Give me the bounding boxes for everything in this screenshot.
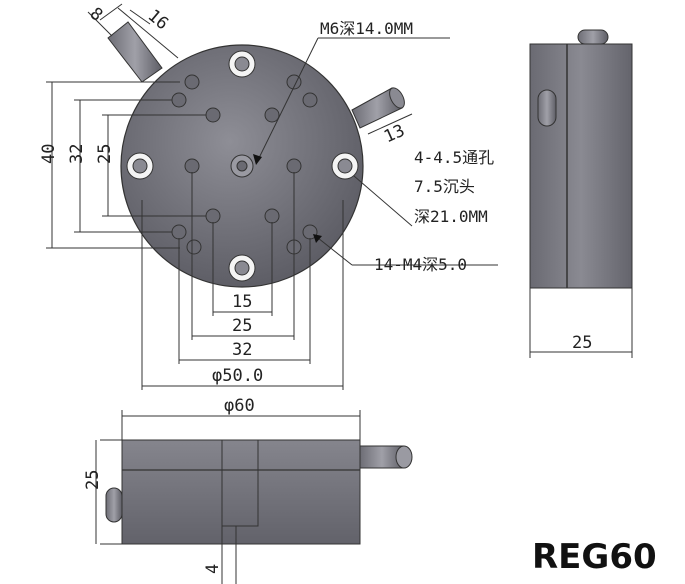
dim-vertical-25: 25 <box>95 144 115 164</box>
top-view-dim-lines <box>46 3 498 390</box>
dim-front-diameter: φ60 <box>224 396 255 416</box>
callout-through-hole-3: 深21.0MM <box>414 207 488 226</box>
dim-knob-length: 16 <box>144 6 173 34</box>
dim-side-width: 25 <box>572 333 592 353</box>
dim-diameter-50: φ50.0 <box>212 366 263 386</box>
dim-front-slot: 4 <box>203 564 223 574</box>
side-view <box>529 29 633 358</box>
top-view <box>46 3 498 390</box>
callout-center-thread: M6深14.0MM <box>320 19 413 38</box>
callout-through-hole-1: 4-4.5通孔 <box>414 148 494 167</box>
counterbore-holes <box>126 50 359 282</box>
dim-knob-width: 8 <box>86 4 107 26</box>
right-knob <box>351 87 405 129</box>
top-knob <box>107 21 163 83</box>
dim-horizontal-25: 25 <box>232 316 252 336</box>
front-view <box>95 410 413 584</box>
callout-through-hole-2: 7.5沉头 <box>414 177 475 196</box>
callout-threaded-holes: 14-M4深5.0 <box>374 255 467 274</box>
dim-horizontal-15: 15 <box>232 292 252 312</box>
labels: 8 16 13 40 32 25 15 25 32 φ50.0 M6深14.0M… <box>39 4 657 577</box>
model-label: REG60 <box>532 537 657 577</box>
dim-side-knob: 13 <box>381 121 408 148</box>
leader-arrows <box>253 154 322 243</box>
dim-front-height: 25 <box>83 470 103 490</box>
dim-vertical-32: 32 <box>67 144 87 164</box>
dim-vertical-40: 40 <box>39 144 59 164</box>
dim-horizontal-32: 32 <box>232 340 252 360</box>
